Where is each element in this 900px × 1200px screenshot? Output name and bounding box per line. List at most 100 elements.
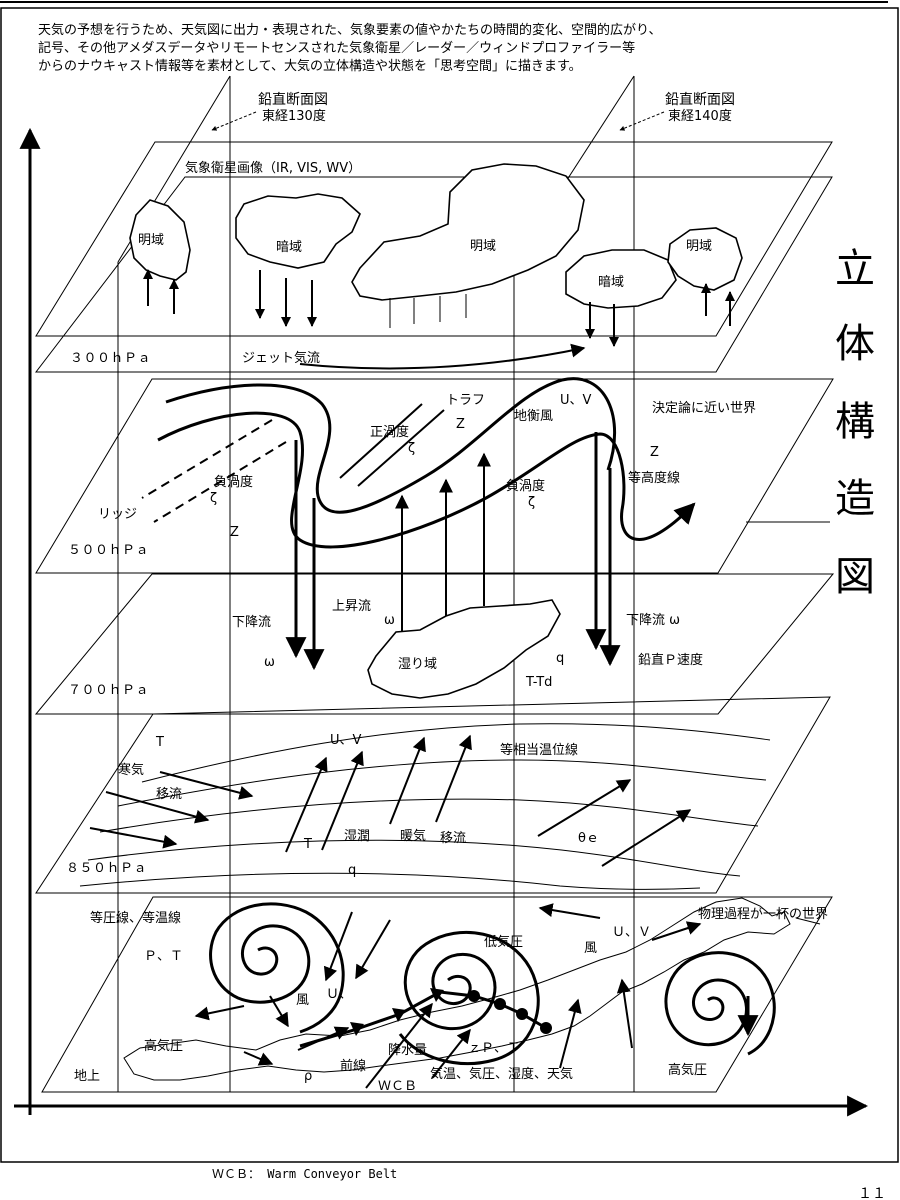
height-contour-lower: [157, 411, 696, 549]
satellite-label: 気象衛星画像（IR, VIS, WV）: [185, 160, 361, 176]
equivalent-potential-temperature-lines: [79, 723, 771, 890]
title-char-2: 体: [835, 321, 875, 367]
dark-area-2: [565, 249, 677, 309]
intro-line-3: からのナウキャスト情報等を素材として、大気の立体構造や状態を「思考空間」に描きま…: [38, 58, 582, 74]
coastline-japan: [123, 897, 791, 1081]
low-pressure-label: 低気圧: [484, 934, 523, 950]
intro-line-2: 記号、その他アメダスデータやリモートセンスされた気象衛星／レーダー／ウィンドプロ…: [38, 40, 635, 56]
level-label-surface: 地上: [74, 1069, 100, 1084]
upflow-label: 上昇流: [332, 599, 371, 614]
positive-vorticity-label: 正渦度: [370, 424, 409, 440]
low-pressure-spiral: [398, 930, 540, 1065]
descending-flow-arrows: [285, 432, 621, 671]
bright-area-1: [129, 199, 191, 281]
humid-label: 湿潤: [344, 829, 370, 844]
rising-arrows-300: [143, 269, 735, 326]
advection-label-1: 移流: [156, 787, 182, 802]
title-char-4: 造: [835, 476, 875, 522]
wind-label-right: 風: [584, 941, 597, 956]
wcb-footnote: ＷＣＢ： Warm Conveyor Belt: [212, 1167, 397, 1181]
moist-area-label: 湿り域: [398, 657, 437, 672]
wind-label-left: 風: [296, 993, 309, 1008]
plane-850hpa: [35, 696, 831, 894]
z-label-1: Z: [456, 417, 465, 432]
zeta-label-2: ζ: [210, 491, 217, 506]
ascending-flow-arrows: [395, 452, 491, 650]
surface-elements-label: 気温、気圧、湿度、天気: [430, 1066, 573, 1082]
title-char-3: 構: [835, 399, 875, 445]
negative-vorticity-right: 負渦度: [506, 478, 545, 494]
intro-line-1: 天気の予想を行うため、天気図に出力・表現された、気象要素の値やかたちの時間的変化…: [38, 22, 661, 38]
uv-label-850: U、V: [330, 733, 362, 748]
plane-500hpa: [35, 378, 834, 574]
front-label: 前線: [340, 1058, 366, 1074]
bright-area-2-label: 明域: [470, 239, 496, 254]
uv-label-surface-left: Ｕ、: [326, 987, 352, 1002]
subsidence-arrows-300: [255, 270, 619, 347]
physics-leader: [795, 917, 821, 925]
q-label-700: q: [556, 651, 564, 666]
contour-label: 等高度線: [628, 470, 680, 486]
trough-label: トラフ: [446, 393, 485, 408]
title-char-5: 図: [835, 554, 875, 600]
z-label-3: Z: [650, 445, 659, 460]
page-number: １１: [858, 1186, 886, 1200]
high-pressure-left-label: 高気圧: [144, 1038, 183, 1054]
physics-label: 物理過程が一杯の世界: [698, 907, 828, 922]
jet-label: ジェット気流: [242, 350, 320, 366]
negative-vorticity-left: 負渦度: [214, 474, 253, 490]
warm-front-semicircles: [468, 990, 552, 1034]
jet-stream-arrow: [299, 343, 586, 370]
level-label-300: ３００ｈＰａ: [70, 351, 151, 366]
ttd-label: T-Td: [525, 675, 552, 690]
high-pressure-spiral-right: [664, 951, 776, 1056]
bright-area-3-label: 明域: [686, 239, 712, 254]
surface-wind-arrows: [194, 903, 702, 1089]
omega-left: ω: [264, 655, 275, 670]
rho-label: ρ: [304, 1069, 312, 1084]
isobar-label: 等圧線、等温線: [90, 910, 181, 926]
cloud-base-ticks: [389, 294, 467, 328]
advection-arrows-850: [89, 734, 692, 867]
trough-lines: [339, 403, 445, 487]
plane-300hpa: [34, 141, 833, 373]
ridge-dashed-1: [141, 419, 273, 499]
title-char-1: 立: [835, 246, 875, 292]
vertical-p-velocity-label: 鉛直Ｐ速度: [638, 652, 703, 668]
deterministic-label: 決定論に近い世界: [652, 400, 756, 416]
geostrophic-wind-label: 地衡風: [514, 409, 553, 424]
plane-700hpa: [34, 573, 835, 715]
page-frame: [0, 7, 899, 1163]
plane-surface: [41, 896, 833, 1093]
cold-front-triangles: [350, 988, 444, 1036]
cold-air-label: 寒気: [118, 762, 144, 778]
bright-area-3: [667, 227, 743, 291]
t-label-850-1: T: [155, 735, 164, 750]
level-label-500: ５００ｈＰａ: [68, 543, 149, 558]
zeta-label-1: ζ: [408, 441, 415, 456]
theta-e-label: θｅ: [578, 831, 599, 846]
dark-area-1-label: 暗域: [276, 240, 302, 255]
section-left-title: 鉛直断面図: [258, 91, 328, 108]
dark-area-1: [235, 193, 361, 269]
precipitation-label: 降水量: [388, 1043, 427, 1058]
downflow-right-label: 下降流 ω: [626, 613, 680, 628]
section-right-pointer: [619, 111, 665, 131]
dark-area-2-label: 暗域: [598, 275, 624, 290]
moist-area: [367, 599, 561, 699]
downflow-left-label: 下降流: [232, 615, 271, 630]
warm-air-label: 暖気: [400, 828, 426, 844]
z-label-2: Z: [230, 525, 239, 540]
height-contour-upper: [165, 377, 617, 514]
uv-label-surface-right: Ｕ、Ｖ: [612, 925, 651, 940]
section-left-sub: 東経130度: [262, 108, 326, 124]
bright-area-1-label: 明域: [138, 233, 164, 248]
ept-label: 等相当温位線: [500, 742, 578, 758]
section-right-sub: 東経140度: [668, 108, 732, 124]
ridge-dashed-2: [153, 441, 287, 523]
zeta-label-3: ζ: [528, 495, 535, 510]
pt-label-left: Ｐ、Ｔ: [144, 949, 183, 964]
advection-label-2: 移流: [440, 831, 466, 846]
high-pressure-right-label: 高気圧: [668, 1062, 707, 1078]
